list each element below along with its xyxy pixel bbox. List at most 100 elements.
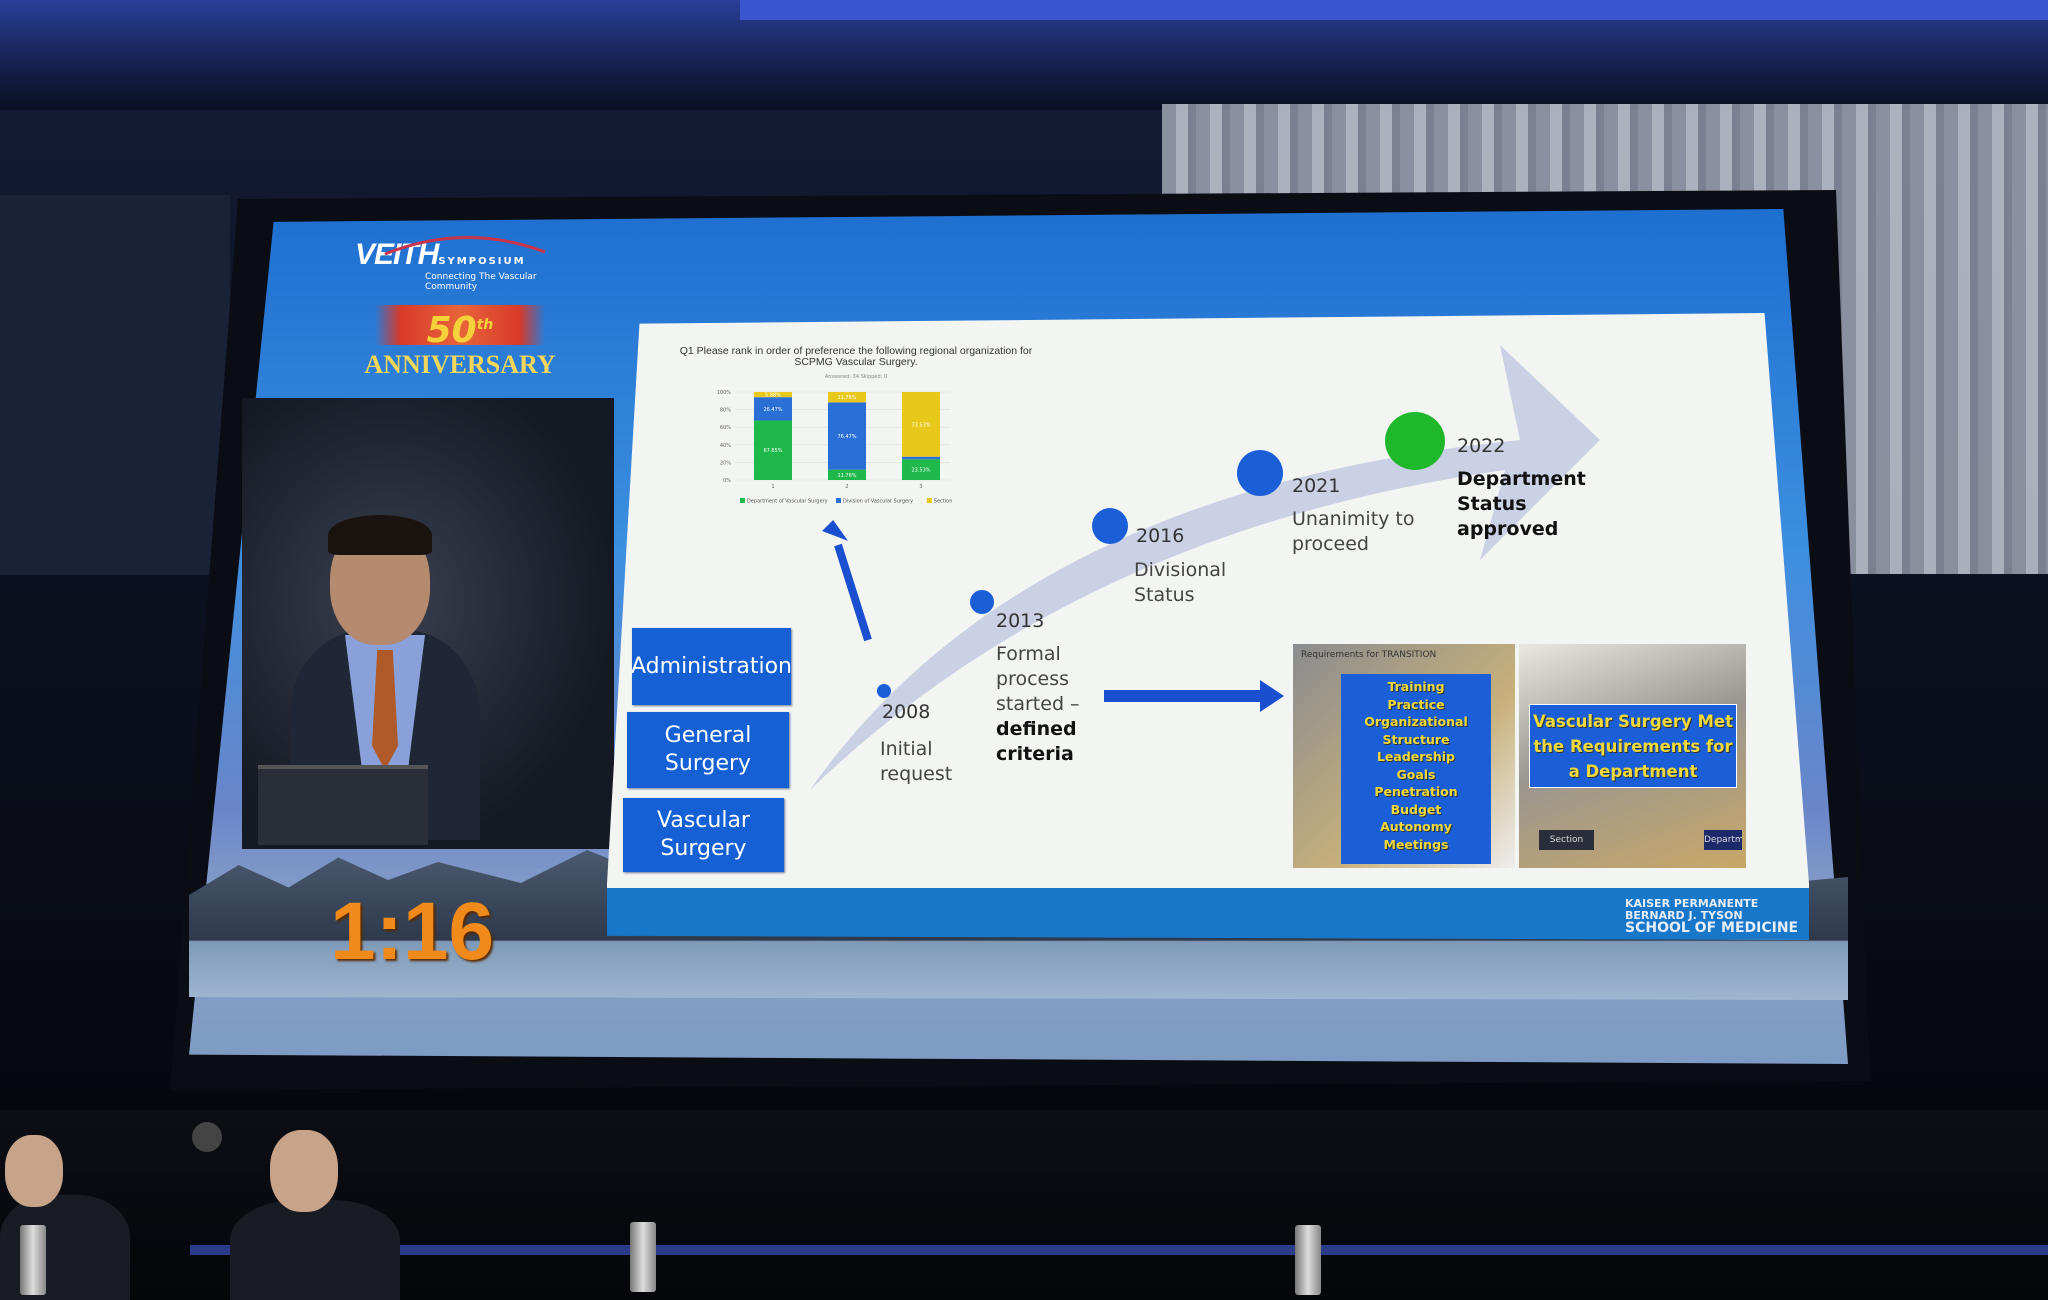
box-general-surgery: General Surgery xyxy=(627,712,789,788)
footer-line-1: KAISER PERMANENTE xyxy=(1625,897,1759,910)
speaker-tie xyxy=(372,650,398,770)
label-2022: Department Status approved xyxy=(1457,467,1587,542)
slide-footer-band xyxy=(607,888,1809,940)
requirement-item: Autonomy xyxy=(1380,819,1452,834)
bar-segment xyxy=(754,397,792,421)
x-tick-label: 3 xyxy=(919,484,922,490)
water-pitcher xyxy=(630,1222,656,1292)
legend-label: Department of Vascular Surgery xyxy=(747,499,828,505)
bar-segment xyxy=(754,392,792,398)
requirement-item: Goals xyxy=(1396,766,1436,782)
bar-segment xyxy=(828,469,866,480)
legend-swatch xyxy=(926,498,932,503)
speaker-hair xyxy=(328,515,432,555)
y-tick-label: 20% xyxy=(720,460,731,466)
logo-symposium: SYMPOSIUM xyxy=(438,256,526,267)
requirements-heading: Requirements for TRANSITION xyxy=(1301,650,1437,660)
ceiling-light-strip xyxy=(740,0,2048,20)
panelist-right-head xyxy=(270,1130,338,1212)
bar-segment xyxy=(828,392,866,403)
legend-label: Division of Vascular Surgery xyxy=(843,499,913,505)
x-tick-label: 1 xyxy=(771,484,774,490)
anniversary-number: 50 xyxy=(426,310,477,351)
y-tick-label: 40% xyxy=(720,443,731,449)
up-arrow-icon xyxy=(834,543,872,642)
data-label: 11.76% xyxy=(837,395,856,401)
bar-segment xyxy=(902,459,940,480)
podium xyxy=(258,765,428,845)
y-tick-label: 60% xyxy=(720,425,731,431)
data-label: 26.47% xyxy=(763,407,782,413)
legend-swatch xyxy=(740,498,745,503)
year-2022: 2022 xyxy=(1457,435,1506,457)
label-2022-bold: Department Status approved xyxy=(1457,468,1586,540)
panelist-left-head xyxy=(5,1135,63,1207)
bar-segment xyxy=(754,420,792,480)
legend-swatch xyxy=(836,498,841,503)
year-2021: 2021 xyxy=(1292,475,1341,497)
bar-segment xyxy=(902,392,940,457)
timeline-dot-2008 xyxy=(877,684,891,698)
label-2021: Unanimity to proceed xyxy=(1292,508,1415,555)
logo-arc-icon xyxy=(384,236,546,256)
data-label: 67.65% xyxy=(763,448,782,454)
data-label: 76.47% xyxy=(837,434,856,440)
label-2008: Initial request xyxy=(880,738,953,785)
anniversary-suffix: th xyxy=(476,317,494,333)
requirement-item: Penetration xyxy=(1374,784,1458,799)
microphone-icon xyxy=(192,1122,222,1152)
timeline-dot-2022 xyxy=(1385,412,1445,470)
department-met-screenshot: Vascular Surgery Met the Requirements fo… xyxy=(1519,644,1746,868)
chart-title: Q1 Please rank in order of preference th… xyxy=(679,345,1033,368)
requirement-item: Leadership xyxy=(1376,749,1456,764)
anniversary-ribbon: 50th xyxy=(375,305,545,351)
requirement-item: Practice xyxy=(1387,696,1445,712)
section-label: Section xyxy=(1539,830,1594,850)
veith-symposium-logo: VEITHSYMPOSIUM Connecting The Vascular C… xyxy=(355,236,575,292)
survey-stacked-bar-chart: 0% 20% 40% 60% 80% 100% 67.65% 26.47% 5.88% 1 11.7… xyxy=(717,390,953,505)
label-2013-bold: defined criteria xyxy=(996,718,1077,765)
y-tick-label: 100% xyxy=(717,390,732,396)
panel-table-edge xyxy=(190,1245,2048,1255)
y-tick-label: 0% xyxy=(723,478,731,484)
label-2013: Formal process started – defined criteri… xyxy=(996,642,1096,767)
department-label: Department xyxy=(1704,830,1742,850)
data-label: 5.88% xyxy=(765,393,781,399)
data-label: 11.76% xyxy=(837,473,856,479)
timeline-dot-2013 xyxy=(970,590,994,614)
requirement-item: Meetings xyxy=(1383,836,1449,852)
requirement-item: Organizational xyxy=(1364,714,1468,729)
timeline-dot-2016 xyxy=(1092,508,1128,544)
requirements-list: Training Practice Organizational Structu… xyxy=(1341,674,1491,864)
logo-tagline: Connecting The Vascular Community xyxy=(425,272,537,292)
footer-line-2: BERNARD J. TYSON xyxy=(1625,909,1743,922)
footer-line-3: SCHOOL OF MEDICINE xyxy=(1625,920,1799,936)
met-requirements-callout: Vascular Surgery Met the Requirements fo… xyxy=(1529,704,1737,788)
box-administration: Administration xyxy=(631,628,792,705)
timeline-dot-2021 xyxy=(1237,450,1283,496)
label-2013-text: Formal process started – xyxy=(996,643,1080,715)
wall-panel xyxy=(0,195,230,575)
bar-segment xyxy=(828,402,866,470)
year-2013: 2013 xyxy=(996,610,1045,632)
panelist-right-body xyxy=(230,1200,400,1300)
y-tick-label: 80% xyxy=(720,408,731,414)
requirement-item: Structure xyxy=(1382,731,1450,747)
countdown-timer: 1:16 xyxy=(330,886,495,977)
water-pitcher xyxy=(20,1225,46,1295)
requirement-item: Training xyxy=(1387,679,1445,694)
x-tick-label: 2 xyxy=(845,484,848,490)
data-label: 73.53% xyxy=(911,422,930,428)
year-2008: 2008 xyxy=(882,701,931,723)
bar-segment xyxy=(902,456,940,460)
kaiser-school-logo: KAISER PERMANENTE BERNARD J. TYSON SCHOO… xyxy=(1625,897,1799,936)
anniversary-word: ANNIVERSARY xyxy=(364,350,556,379)
requirement-item: Budget xyxy=(1390,801,1442,817)
box-vascular-surgery: Vascular Surgery xyxy=(623,798,784,872)
chart-subtitle: Answered: 34 Skipped: 0 xyxy=(824,374,888,380)
logo-brand: VEITH xyxy=(355,238,439,271)
legend-label: Section xyxy=(934,499,953,505)
data-label: 23.53% xyxy=(911,468,930,474)
label-2016: Divisional Status xyxy=(1134,559,1227,606)
requirements-screenshot: Requirements for TRANSITION Training Pra… xyxy=(1293,644,1515,868)
